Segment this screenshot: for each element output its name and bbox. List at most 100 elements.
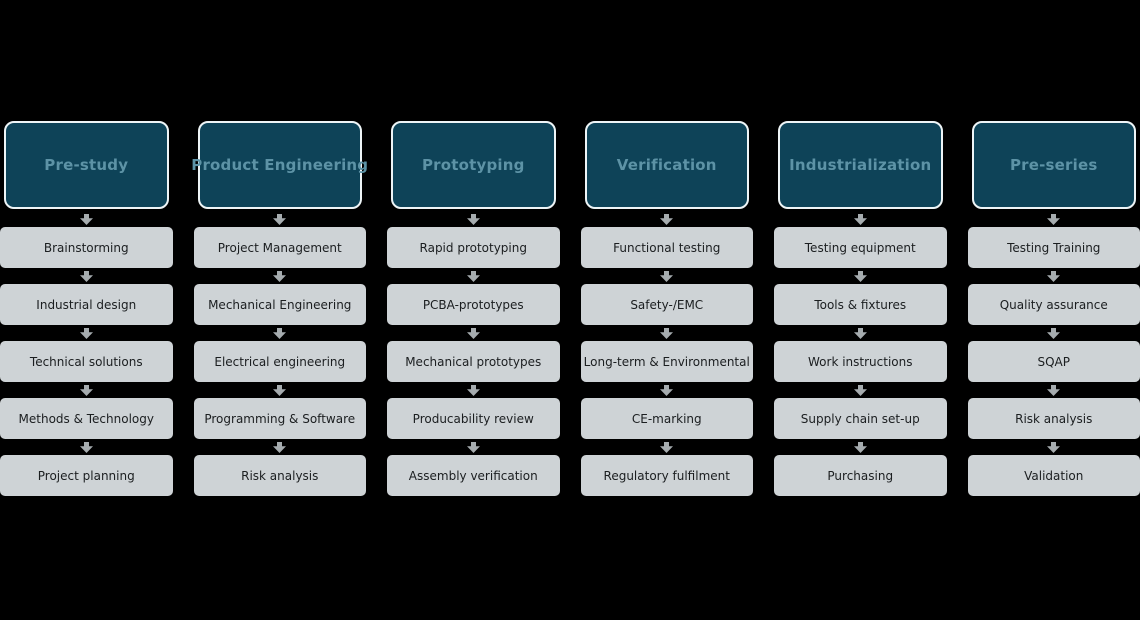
step-label: Programming & Software xyxy=(204,411,356,426)
phase-title: Verification xyxy=(616,156,717,174)
step-box: Work instructions xyxy=(774,341,947,382)
arrow-slot xyxy=(194,325,367,341)
step-box: Technical solutions xyxy=(0,341,173,382)
down-arrow-icon xyxy=(660,270,674,282)
column-industrialization: Industrialization Testing equipment Tool… xyxy=(774,121,947,496)
step-label: Regulatory fulfilment xyxy=(603,468,730,483)
arrow-slot xyxy=(194,439,367,455)
step-label: Electrical engineering xyxy=(214,354,346,369)
down-arrow-icon xyxy=(273,213,287,225)
down-arrow-icon xyxy=(273,327,287,339)
down-arrow-icon xyxy=(466,270,480,282)
step-box: SQAP xyxy=(967,341,1140,382)
step-label: Technical solutions xyxy=(29,354,143,369)
step-box: Tools & fixtures xyxy=(774,284,947,325)
down-arrow-icon xyxy=(79,270,93,282)
step-box: Supply chain set-up xyxy=(774,398,947,439)
step-box: Industrial design xyxy=(0,284,173,325)
step-box: Safety-/EMC xyxy=(580,284,753,325)
step-box: Purchasing xyxy=(774,455,947,496)
step-label: Purchasing xyxy=(827,468,894,483)
step-box: Brainstorming xyxy=(0,227,173,268)
step-label: SQAP xyxy=(1037,354,1070,369)
arrow-slot xyxy=(968,268,1140,284)
arrow-slot xyxy=(387,268,560,284)
arrow-slot xyxy=(0,268,173,284)
column-product-engineering: Product Engineering Project Management M… xyxy=(191,121,368,496)
column-prototyping: Prototyping Rapid prototyping PCBA-proto… xyxy=(387,121,560,496)
down-arrow-icon xyxy=(660,213,674,225)
arrow-slot xyxy=(774,325,947,341)
step-label: Tools & fixtures xyxy=(814,297,907,312)
phase-header-product-engineering: Product Engineering xyxy=(191,121,368,209)
step-label: Mechanical prototypes xyxy=(405,354,542,369)
step-box: Risk analysis xyxy=(967,398,1140,439)
down-arrow-icon xyxy=(1047,327,1061,339)
down-arrow-icon xyxy=(466,384,480,396)
down-arrow-icon xyxy=(853,384,867,396)
step-box: Regulatory fulfilment xyxy=(580,455,753,496)
step-label: Producability review xyxy=(412,411,534,426)
arrow-slot xyxy=(581,382,754,398)
arrow-slot xyxy=(0,382,173,398)
arrow-slot xyxy=(387,211,560,227)
step-label: Supply chain set-up xyxy=(800,411,920,426)
step-label: Mechanical Engineering xyxy=(208,297,352,312)
arrow-slot xyxy=(581,325,754,341)
arrow-slot xyxy=(581,439,754,455)
step-label: Brainstorming xyxy=(43,240,129,255)
step-label: Long-term & Environmental xyxy=(583,354,750,369)
step-box: Testing Training xyxy=(967,227,1140,268)
process-flow-diagram: Pre-study Brainstorming Industrial desig… xyxy=(0,121,1140,496)
arrow-slot xyxy=(194,211,367,227)
phase-header-prototyping: Prototyping xyxy=(391,121,556,209)
step-box: Producability review xyxy=(387,398,560,439)
arrow-slot xyxy=(387,439,560,455)
down-arrow-icon xyxy=(273,441,287,453)
phase-header-pre-series: Pre-series xyxy=(971,121,1136,209)
arrow-slot xyxy=(774,439,947,455)
arrow-slot xyxy=(0,439,173,455)
step-box: Validation xyxy=(967,455,1140,496)
step-label: Risk analysis xyxy=(241,468,319,483)
phase-header-industrialization: Industrialization xyxy=(778,121,943,209)
down-arrow-icon xyxy=(466,441,480,453)
step-label: Functional testing xyxy=(613,240,721,255)
step-box: Risk analysis xyxy=(193,455,366,496)
step-box: Functional testing xyxy=(580,227,753,268)
step-box: Mechanical Engineering xyxy=(193,284,366,325)
arrow-slot xyxy=(194,268,367,284)
step-box: Methods & Technology xyxy=(0,398,173,439)
arrow-slot xyxy=(774,382,947,398)
step-box: Quality assurance xyxy=(967,284,1140,325)
arrow-slot xyxy=(774,211,947,227)
phase-title: Prototyping xyxy=(421,156,525,174)
down-arrow-icon xyxy=(466,213,480,225)
down-arrow-icon xyxy=(660,327,674,339)
phase-header-verification: Verification xyxy=(584,121,749,209)
arrow-slot xyxy=(0,211,173,227)
arrow-slot xyxy=(774,268,947,284)
step-label: Methods & Technology xyxy=(18,411,154,426)
column-pre-series: Pre-series Testing Training Quality assu… xyxy=(967,121,1140,496)
down-arrow-icon xyxy=(1047,441,1061,453)
step-box: Project Management xyxy=(193,227,366,268)
step-box: Project planning xyxy=(0,455,173,496)
step-label: Validation xyxy=(1024,468,1084,483)
step-label: Assembly verification xyxy=(408,468,538,483)
step-label: Rapid prototyping xyxy=(419,240,527,255)
step-label: CE-marking xyxy=(631,411,702,426)
step-box: Assembly verification xyxy=(387,455,560,496)
down-arrow-icon xyxy=(1047,213,1061,225)
arrow-slot xyxy=(581,211,754,227)
down-arrow-icon xyxy=(1047,270,1061,282)
down-arrow-icon xyxy=(273,384,287,396)
column-verification: Verification Functional testing Safety-/… xyxy=(580,121,754,496)
down-arrow-icon xyxy=(79,441,93,453)
arrow-slot xyxy=(387,325,560,341)
step-label: Quality assurance xyxy=(999,297,1108,312)
down-arrow-icon xyxy=(853,270,867,282)
down-arrow-icon xyxy=(660,441,674,453)
step-box: CE-marking xyxy=(580,398,753,439)
column-pre-study: Pre-study Brainstorming Industrial desig… xyxy=(0,121,173,496)
